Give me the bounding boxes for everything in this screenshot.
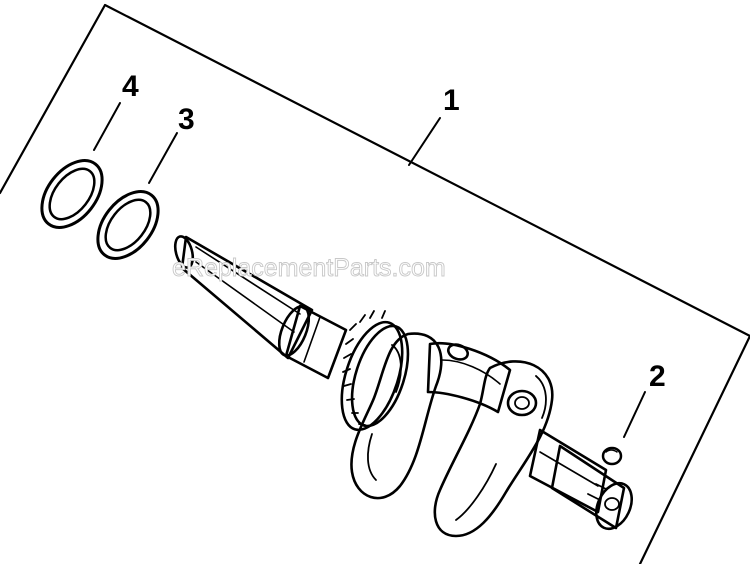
assembly-boundary [0, 3, 750, 564]
callout-1: 1 [443, 84, 460, 117]
washer-part-3[interactable] [86, 180, 171, 269]
callout-3: 3 [178, 103, 195, 136]
watermark-text: eReplacementParts.com [172, 254, 446, 282]
crankshaft-part-1[interactable] [172, 234, 639, 538]
ball-part-2[interactable] [601, 446, 623, 466]
callout-4: 4 [122, 70, 139, 103]
callout-2: 2 [649, 360, 666, 393]
leader-lines [93, 102, 646, 438]
washer-part-4[interactable] [30, 149, 115, 238]
